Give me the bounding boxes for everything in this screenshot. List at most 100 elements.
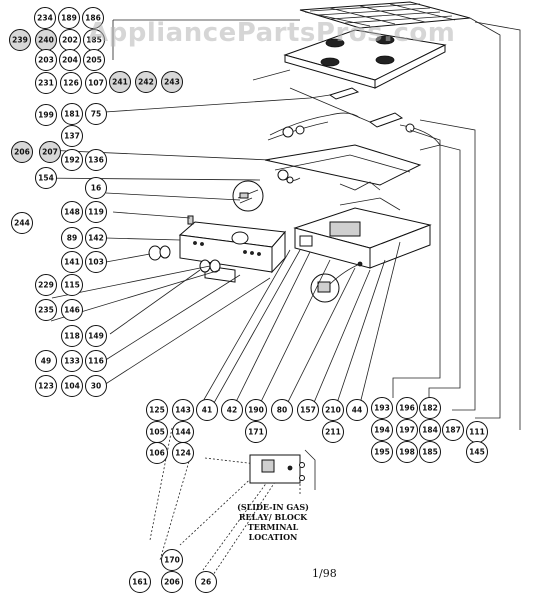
- callout-label: 185: [422, 448, 438, 457]
- callout-26: 26: [195, 571, 217, 593]
- callout-label: 49: [41, 357, 51, 366]
- callout-235: 235: [35, 299, 57, 321]
- callout-label: 126: [63, 79, 79, 88]
- callout-234: 234: [34, 7, 56, 29]
- callout-194: 194: [371, 419, 393, 441]
- callout-label: 239: [12, 36, 28, 45]
- callout-label: 141: [64, 258, 80, 267]
- callout-label: 104: [64, 382, 80, 391]
- callout-label: 204: [62, 56, 78, 65]
- date-code: 1/98: [312, 567, 337, 580]
- callout-circle: [61, 251, 83, 273]
- callout-label: 203: [38, 56, 54, 65]
- callout-148: 148: [61, 201, 83, 223]
- callout-126: 126: [60, 72, 82, 94]
- relay-note-line1: (SLIDE-IN GAS): [237, 502, 309, 512]
- callout-189: 189: [58, 7, 80, 29]
- control-panel: [178, 215, 287, 283]
- callout-label: 44: [352, 406, 362, 415]
- callout-186: 186: [82, 7, 104, 29]
- callout-circle: [60, 72, 82, 94]
- callout-circle: [85, 325, 107, 347]
- callout-circle: [85, 201, 107, 223]
- callout-label: 171: [248, 428, 264, 437]
- callout-circle: [419, 397, 441, 419]
- callout-label: 16: [91, 184, 101, 193]
- callout-145: 145: [466, 441, 488, 463]
- callout-circle: [11, 141, 33, 163]
- gas-manifold: [264, 144, 422, 191]
- callout-circle: [172, 399, 194, 421]
- callout-label: 111: [469, 428, 485, 437]
- callout-181: 181: [61, 103, 83, 125]
- callout-circle: [85, 72, 107, 94]
- callout-circle: [61, 125, 83, 147]
- callout-203: 203: [35, 49, 57, 71]
- callout-202: 202: [59, 29, 81, 51]
- callout-125: 125: [146, 399, 168, 421]
- cooktop-panel: [283, 29, 447, 89]
- callout-label: 149: [88, 332, 104, 341]
- callout-circle: [371, 441, 393, 463]
- callout-circle: [85, 375, 107, 397]
- callout-circle: [61, 375, 83, 397]
- callout-label: 202: [62, 36, 78, 45]
- callout-circle: [161, 571, 183, 593]
- igniter-module: [310, 261, 363, 303]
- callout-label: 142: [88, 234, 104, 243]
- callout-label: 118: [64, 332, 80, 341]
- callout-circle: [146, 442, 168, 464]
- callout-circle: [58, 7, 80, 29]
- callout-label: 184: [422, 426, 438, 435]
- callout-circle: [109, 71, 131, 93]
- callout-193: 193: [371, 397, 393, 419]
- callout-circle: [297, 399, 319, 421]
- callout-circle: [146, 399, 168, 421]
- callout-146: 146: [61, 299, 83, 321]
- callout-label: 211: [325, 428, 341, 437]
- callout-label: 194: [374, 426, 390, 435]
- callout-115: 115: [61, 274, 83, 296]
- callout-circle: [34, 7, 56, 29]
- callout-116: 116: [85, 350, 107, 372]
- callout-label: 125: [149, 406, 165, 415]
- callout-circle: [35, 104, 57, 126]
- callout-118: 118: [61, 325, 83, 347]
- callout-circle: [346, 399, 368, 421]
- callout-label: 241: [112, 78, 128, 87]
- callout-196: 196: [396, 397, 418, 419]
- callout-label: 187: [445, 426, 461, 435]
- callout-190: 190: [245, 399, 267, 421]
- callout-circle: [129, 571, 151, 593]
- callout-label: 229: [38, 281, 54, 290]
- callout-206: 206: [11, 141, 33, 163]
- callout-circle: [195, 571, 217, 593]
- relay-block: [249, 449, 316, 490]
- callout-label: 192: [64, 156, 80, 165]
- callout-205: 205: [83, 49, 105, 71]
- callout-206: 206: [161, 571, 183, 593]
- callout-label: 190: [248, 406, 264, 415]
- callout-label: 240: [38, 36, 54, 45]
- callout-229: 229: [35, 274, 57, 296]
- callout-label: 235: [38, 306, 54, 315]
- callout-171: 171: [245, 421, 267, 443]
- callout-circle: [196, 399, 218, 421]
- callout-106: 106: [146, 442, 168, 464]
- leader-lines: [34, 17, 521, 430]
- clamp-detail: [232, 180, 264, 212]
- callout-label: 231: [38, 79, 54, 88]
- callout-circle: [161, 71, 183, 93]
- callout-label: 26: [201, 578, 211, 587]
- callout-label: 182: [422, 404, 438, 413]
- relay-note-line3: LOCATION: [248, 532, 298, 542]
- callout-label: 205: [86, 56, 102, 65]
- callout-label: 133: [64, 357, 80, 366]
- callout-label: 207: [42, 148, 58, 157]
- callout-circle: [35, 274, 57, 296]
- callout-105: 105: [146, 421, 168, 443]
- callout-label: 157: [300, 406, 316, 415]
- callout-circle: [61, 299, 83, 321]
- callout-label: 234: [37, 14, 53, 23]
